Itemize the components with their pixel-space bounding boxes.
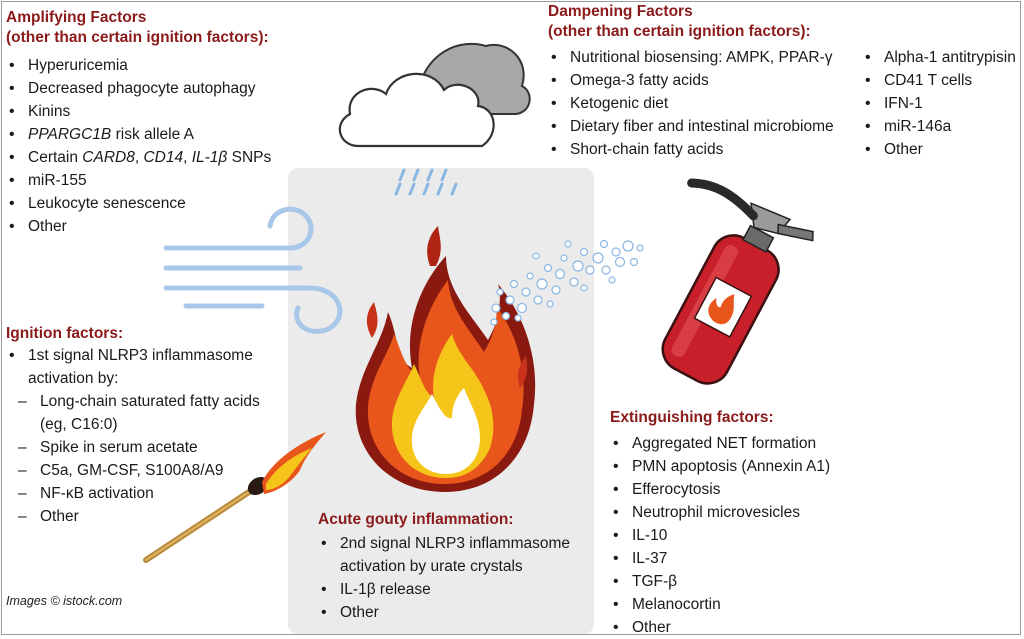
list-item: 2nd signal NLRP3 inflammasome activation… [318, 532, 594, 578]
amplifying-factors-block: Amplifying Factors (other than certain i… [6, 8, 271, 238]
list-item: NF-κB activation [10, 482, 260, 505]
list-item: TGF-β [610, 570, 830, 593]
amplifying-heading-line1: Amplifying Factors [6, 9, 147, 26]
list-item: Ketogenic diet [548, 92, 858, 115]
list-item: Aggregated NET formation [610, 432, 830, 455]
list-item: Dietary fiber and intestinal microbiome [548, 115, 858, 138]
dampening-list-col2: Alpha-1 antitrypisin CD41 T cells IFN-1 … [862, 46, 1022, 161]
extinguishing-heading: Extinguishing factors: [610, 409, 774, 426]
list-item: C5a, GM-CSF, S100A8/A9 [10, 459, 260, 482]
list-item: Melanocortin [610, 593, 830, 616]
list-item: Kinins [6, 100, 271, 123]
list-item: Long-chain saturated fatty acids (eg, C1… [10, 390, 260, 436]
list-item: Spike in serum acetate [10, 436, 260, 459]
foam-spray-icon [490, 239, 644, 326]
dampening-heading-line2: (other than certain ignition factors): [548, 23, 811, 40]
dampening-list-col1: Nutritional biosensing: AMPK, PPAR-γ Ome… [548, 46, 858, 161]
cloud-icon [338, 42, 531, 148]
ignition-heading: Ignition factors: [6, 325, 124, 342]
list-item: Other [318, 601, 594, 624]
list-item: Neutrophil microvesicles [610, 501, 830, 524]
acute-inflammation-block: Acute gouty inflammation: 2nd signal NLR… [318, 510, 594, 624]
amplifying-heading: Amplifying Factors (other than certain i… [6, 8, 271, 48]
ignition-list: 1st signal NLRP3 inflammasome activation… [6, 344, 260, 390]
list-item: Other [10, 505, 260, 528]
list-item: 1st signal NLRP3 inflammasome activation… [6, 344, 260, 390]
list-item: Alpha-1 antitrypisin [862, 46, 1022, 69]
list-item: IL-1β release [318, 578, 594, 601]
list-item: PPARGC1B risk allele A [6, 123, 271, 146]
fire-extinguisher-icon [661, 178, 814, 385]
list-item: IL-37 [610, 547, 830, 570]
ignition-sublist: Long-chain saturated fatty acids (eg, C1… [6, 390, 260, 528]
list-item: Certain CARD8, CD14, IL-1β SNPs [6, 146, 271, 169]
wind-icon [163, 206, 343, 334]
dampening-factors-block: Dampening Factors (other than certain ig… [548, 2, 1018, 161]
acute-heading: Acute gouty inflammation: [318, 511, 514, 528]
amplifying-list: Hyperuricemia Decreased phagocyte autoph… [6, 54, 271, 238]
list-item: Other [610, 616, 830, 639]
flame-icon [355, 226, 536, 492]
list-item: Nutritional biosensing: AMPK, PPAR-γ [548, 46, 858, 69]
list-item: Other [862, 138, 1022, 161]
ignition-factors-block: Ignition factors: 1st signal NLRP3 infla… [6, 324, 260, 528]
image-credit: Images © istock.com [6, 594, 123, 608]
list-item: Decreased phagocyte autophagy [6, 77, 271, 100]
list-item: Other [6, 215, 271, 238]
extinguishing-factors-block: Extinguishing factors: Aggregated NET fo… [610, 408, 830, 639]
extinguishing-list: Aggregated NET formation PMN apoptosis (… [610, 432, 830, 639]
dampening-heading: Dampening Factors (other than certain ig… [548, 2, 1018, 42]
list-item: Efferocytosis [610, 478, 830, 501]
list-item: Hyperuricemia [6, 54, 271, 77]
list-item: miR-155 [6, 169, 271, 192]
list-item: CD41 T cells [862, 69, 1022, 92]
list-item: Leukocyte senescence [6, 192, 271, 215]
list-item: IL-10 [610, 524, 830, 547]
list-item: miR-146a [862, 115, 1022, 138]
list-item: Short-chain fatty acids [548, 138, 858, 161]
list-item: Omega-3 fatty acids [548, 69, 858, 92]
list-item: PMN apoptosis (Annexin A1) [610, 455, 830, 478]
list-item: IFN-1 [862, 92, 1022, 115]
dampening-heading-line1: Dampening Factors [548, 3, 693, 20]
amplifying-heading-line2: (other than certain ignition factors): [6, 29, 269, 46]
acute-list: 2nd signal NLRP3 inflammasome activation… [318, 532, 594, 624]
rain-icon [394, 168, 458, 196]
